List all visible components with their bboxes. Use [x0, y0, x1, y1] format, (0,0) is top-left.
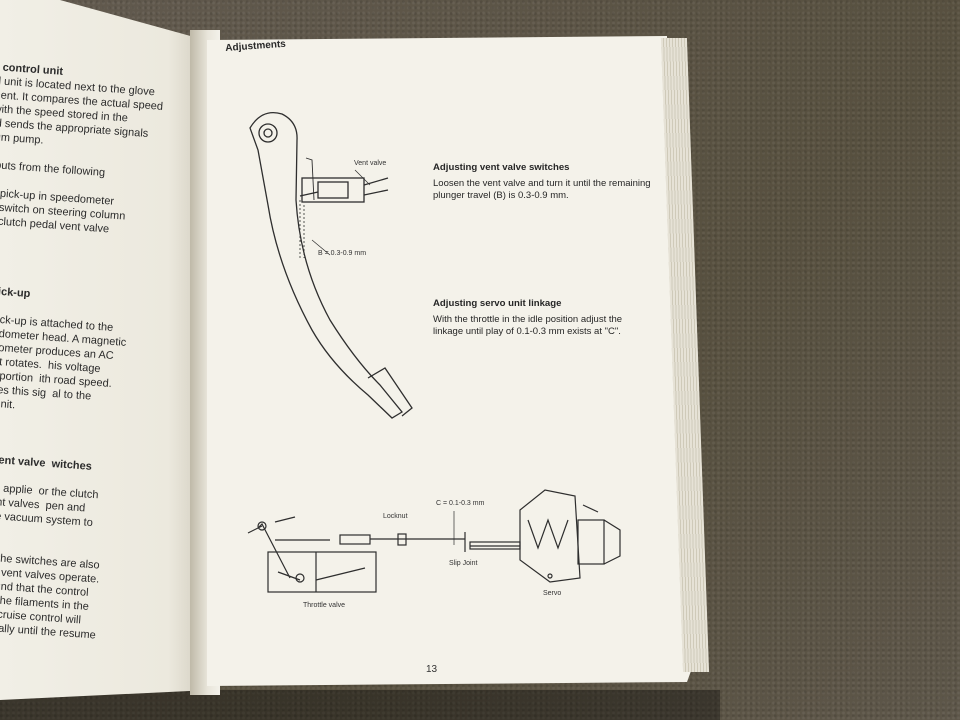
- slip-joint-label: Slip Joint: [449, 560, 478, 567]
- b-dimension-label: B = 0.3-0.9 mm: [318, 250, 367, 257]
- page-number: 13: [426, 664, 438, 675]
- servo-linkage-title: Adjusting servo unit linkage: [433, 298, 562, 309]
- clutch-pedal-drawing: [249, 111, 413, 419]
- throttle-valve-label: Throttle valve: [303, 602, 346, 609]
- locknut-label: Locknut: [383, 513, 408, 520]
- servo-linkage-drawing: [247, 489, 621, 593]
- vent-valve-label: Vent valve: [354, 160, 387, 167]
- vent-valve-title: Adjusting vent valve switches: [433, 162, 570, 173]
- vent-valve-body: Loosen the vent valve and turn it until …: [433, 177, 651, 202]
- right-page: [207, 36, 695, 686]
- book-shadow: [0, 690, 720, 720]
- vent-valve-section: Adjusting vent valve switches Loosen the…: [433, 162, 653, 203]
- servo-linkage-section: Adjusting servo unit linkage With the th…: [433, 298, 653, 339]
- c-dimension-label: C = 0.1-0.3 mm: [436, 500, 485, 507]
- servo-label: Servo: [543, 590, 562, 597]
- servo-linkage-body: With the throttle in the idle position a…: [433, 313, 623, 338]
